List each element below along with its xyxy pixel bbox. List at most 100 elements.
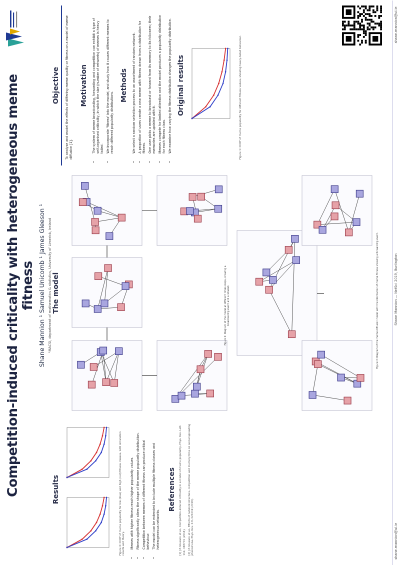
list-item: The model can be extended to include mul… [152,423,161,549]
network-node [104,263,112,272]
original-results-section: Original results Figure 1: CCDF of meme … [177,5,242,165]
methods-list: We select a random selection process to … [132,11,173,159]
network-edge [114,350,120,383]
network-node [352,217,361,226]
qr-module [362,8,365,11]
network-node [314,359,322,368]
qr-module [374,10,377,13]
qr-module [370,25,373,28]
network-node [91,217,99,226]
qr-module [364,16,367,19]
network-node [193,214,202,222]
qr-module [370,18,373,21]
network-node [345,228,353,236]
data-point [103,496,105,498]
qr-module [376,22,379,25]
results-heading: Results [52,474,60,504]
motivation-heading: Motivation [79,63,88,107]
references-heading: References [168,466,177,512]
qr-module [362,35,365,38]
column-model: The model Figure 2: Diagram of the model… [52,170,392,415]
qr-module [361,12,363,15]
network-node [110,378,119,387]
heading-bar [61,5,62,165]
list-item: We incorporate 'fitness' into the model,… [106,11,115,153]
network-node [81,181,89,190]
original-results-heading: Original results [177,54,186,116]
model-heading: The model [52,271,60,314]
qr-module [366,22,369,25]
network-node [81,299,90,307]
qr-module [345,24,348,26]
network-node [89,362,98,371]
university-logo [4,8,30,50]
qr-module [370,5,373,7]
qr-module [364,39,367,42]
network-node [292,255,301,264]
footer-email[interactable]: shane.mannion@ul.ie [394,522,398,559]
qr-module [357,5,360,7]
list-item: One user picks a meme to broadcast or fo… [148,11,157,153]
methods-section: Methods We select a random selection pro… [120,5,173,165]
qr-finder-core [345,8,352,15]
qr-finder-core [345,35,352,42]
network-node [291,234,299,243]
network-node [214,185,223,193]
qr-module [374,22,377,25]
network-edge [104,267,109,303]
network-edge [312,363,319,395]
poster-authors: Shane Mannion ¹ Samuel Unicomb ¹ James G… [39,203,46,367]
qr-module [376,5,379,7]
footer: shane.mannion@ul.ie Shane Mannion — NetS… [392,0,400,565]
network-node [188,192,197,201]
network-node [318,225,327,234]
network-node [204,349,212,358]
network-node [121,281,130,290]
poster-affiliation: ¹MACSI, department of mathematics & stat… [47,217,52,353]
list-item: Competition between memes of different f… [142,423,151,549]
network-node [94,271,103,280]
qr-module [357,10,360,13]
network-node [214,204,223,213]
qr-module [343,20,346,23]
data-point [225,47,227,49]
qr-module [347,20,350,23]
network-node [100,299,109,307]
column-results: Results Figure 4: CCDF of meme popularit… [52,419,392,559]
network-node [102,377,110,386]
network-edge [334,188,350,232]
data-point [227,47,229,49]
motivation-section: Motivation The system of meme broadcasti… [80,5,115,165]
footer-email-right[interactable]: shane.mannion@ul.ie [394,6,398,43]
network-node [115,346,123,355]
network-node [191,389,199,397]
qr-module [374,25,377,28]
network-node [117,213,126,221]
qr-module [366,8,369,11]
network-node [117,302,125,311]
qr-code[interactable] [342,5,382,45]
qr-module [343,24,346,26]
qr-module [353,20,356,23]
network-edge [291,238,296,334]
qr-module [378,14,381,17]
network-node [308,390,317,399]
network-node [331,200,340,209]
list-item: The system of meme broadcasting, forward… [92,11,105,153]
qr-module [357,20,360,23]
network-node [214,352,222,361]
poster-title: Competition-induced criticality with het… [6,73,36,497]
network-node [330,212,339,220]
network-node [317,350,325,358]
list-item: Memes with higher fitness reach higher p… [130,423,134,549]
qr-module [368,12,371,15]
qr-module [359,6,362,9]
references-list: [1] J.P. Gleeson et al., Competition-ind… [179,423,194,555]
network-node [330,184,339,193]
methods-heading: Methods [119,67,128,103]
qr-module [362,14,365,17]
network-node [262,268,271,276]
column-left: Objective To analyse and model the effec… [52,5,392,165]
network-node [355,189,364,198]
qr-module [359,43,362,45]
